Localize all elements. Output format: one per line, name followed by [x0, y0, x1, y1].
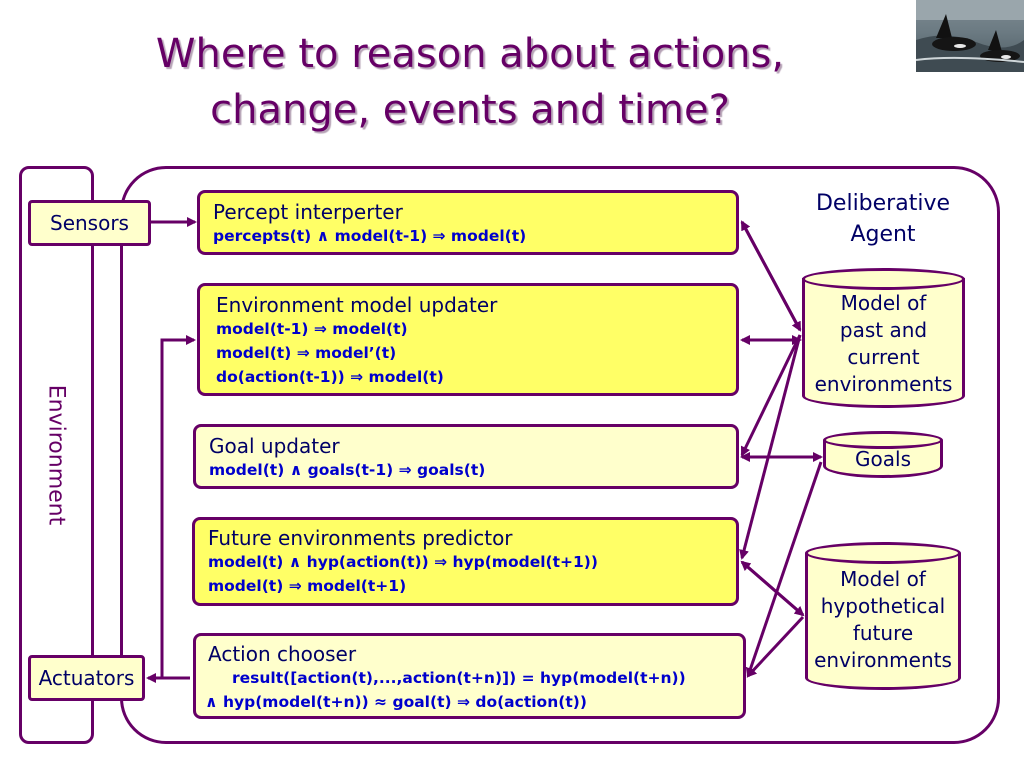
arrow-hyp-to-chooser — [748, 617, 803, 676]
arrow-action-to-env-updater — [162, 340, 194, 678]
arrow-past-to-predictor — [742, 335, 800, 558]
arrow-percept-to-past — [742, 222, 800, 330]
arrow-past-to-goal-updater — [742, 335, 800, 455]
